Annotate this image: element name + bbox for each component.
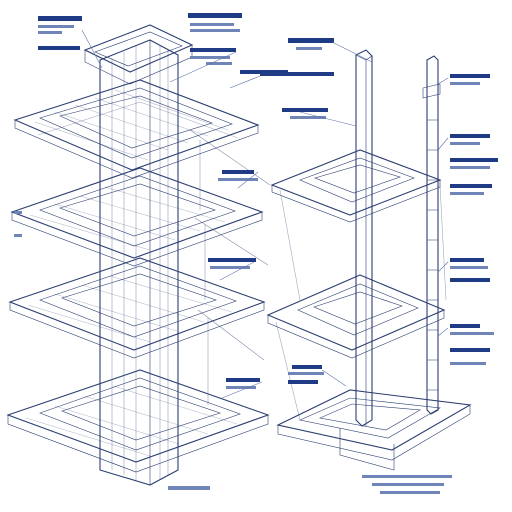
label-block-right-column [450,74,498,365]
left-braces [189,129,271,405]
right-tray-1 [270,149,442,223]
right-main-column [355,49,373,427]
label-block-top-left [38,16,82,50]
right-measure-rod [422,55,441,415]
label-block-mid-left [208,170,260,389]
left-slab-2 [10,167,264,267]
left-core-column [83,24,194,486]
right-braces [275,184,447,421]
left-slab-3 [8,257,266,359]
left-slab-4 [6,369,270,473]
annotation-labels [14,13,498,494]
right-tray-2 [266,274,446,359]
label-block-mid-right [288,365,324,384]
right-tray-3 [276,389,472,471]
label-block-left-side [14,211,22,237]
label-block-bottom [168,475,452,494]
left-slab-1 [13,79,260,179]
right-tower [266,49,472,471]
leader-lines [81,29,449,399]
label-block-top-center [188,13,288,74]
label-block-top-right [260,38,334,119]
left-tower [6,24,271,486]
